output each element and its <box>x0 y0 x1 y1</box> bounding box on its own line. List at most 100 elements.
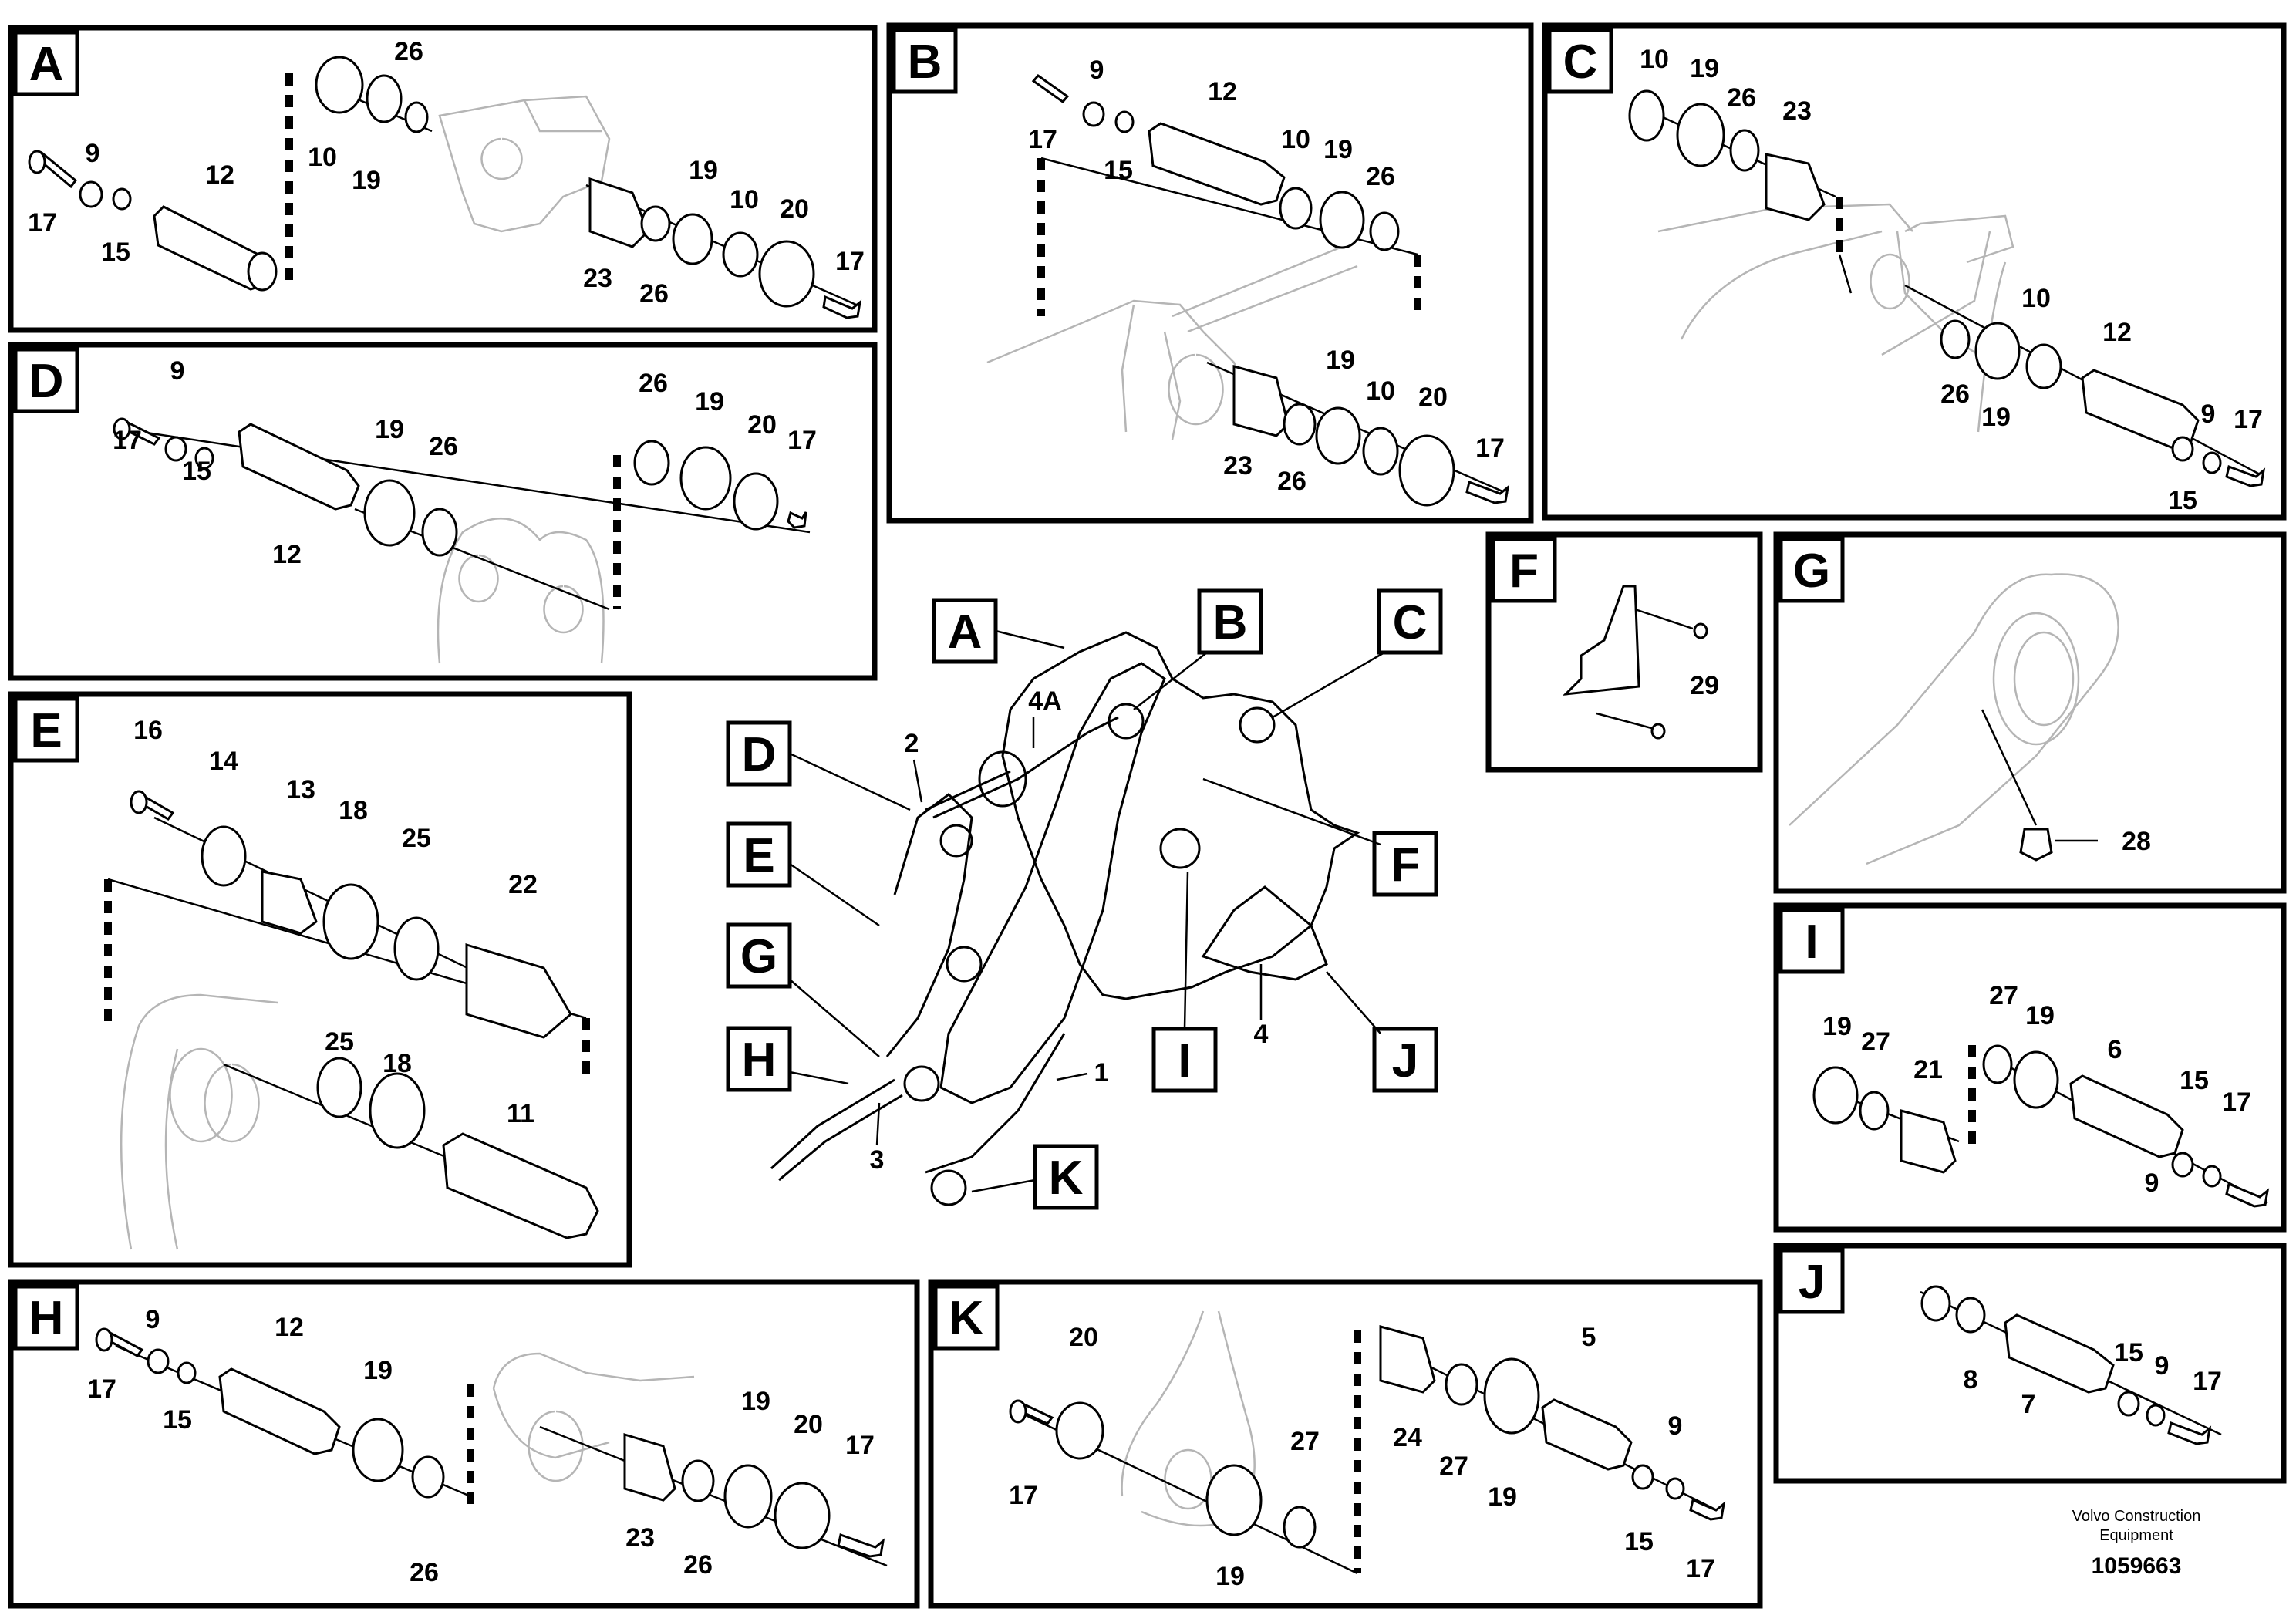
leader-a <box>995 629 1065 649</box>
view-e-frame <box>8 691 632 1268</box>
part-label: 15 <box>2168 486 2197 515</box>
view-c: C 10 19 26 23 10 12 26 19 9 17 15 <box>1542 22 2287 521</box>
leader-h <box>789 1071 849 1085</box>
view-c-washer-10 <box>1628 89 1665 142</box>
part-label: 12 <box>272 540 302 569</box>
view-c-ring-26 <box>1729 129 1760 172</box>
view-d-labels: 9 17 15 19 26 12 26 19 20 17 <box>113 356 817 569</box>
view-e-letter: E <box>30 704 62 757</box>
view-c-pin-12 <box>2081 369 2200 449</box>
part-label: 17 <box>2222 1088 2251 1117</box>
view-h-bolt-17-right <box>837 1533 885 1558</box>
view-j-letter-box <box>1778 1248 1845 1314</box>
main-frame-outline <box>1001 631 1360 1000</box>
view-c-bushing-23 <box>1765 153 1826 221</box>
view-g-frame <box>1773 531 2287 894</box>
main-pin-h <box>903 1065 940 1102</box>
view-f-plate <box>1562 585 1640 696</box>
view-b-frame <box>886 22 1534 524</box>
callout-box-f <box>1372 831 1438 897</box>
callout-letter-k: K <box>1049 1152 1084 1205</box>
view-c-washer-10-lower <box>2025 343 2062 389</box>
part-label: 10 <box>1640 45 1669 74</box>
part-label: 23 <box>625 1523 655 1553</box>
view-f-letter-box <box>1491 537 1557 603</box>
view-k-bolt-head <box>1009 1399 1027 1424</box>
view-a-washer-10-lower <box>722 231 759 278</box>
main-pin-e <box>946 946 983 983</box>
company-name-line2: Equipment <box>2099 1527 2173 1544</box>
part-label: 5 <box>1582 1323 1596 1352</box>
view-j-pin-7 <box>2004 1313 2115 1394</box>
part-label: 27 <box>1861 1027 1890 1057</box>
part-label: 6 <box>2108 1035 2122 1064</box>
view-d-letter-box <box>13 347 79 413</box>
leader-j <box>1326 971 1381 1034</box>
part-label: 26 <box>429 432 458 461</box>
main-figure: A B C D E F G H I J <box>726 588 1443 1210</box>
view-d-bolt-17-right <box>787 511 807 529</box>
view-h-link-ghost <box>492 1352 695 1482</box>
view-g-letter-box <box>1778 537 1845 603</box>
callout-box-k <box>1033 1144 1099 1210</box>
part-label: 26 <box>639 369 668 398</box>
leader-k <box>971 1179 1036 1193</box>
view-a: A 26 9 12 10 19 17 15 19 10 20 17 <box>8 25 878 333</box>
view-i-washer-15 <box>2171 1152 2194 1178</box>
view-k-ring-27 <box>1283 1506 1317 1549</box>
part-label: 14 <box>209 747 238 776</box>
view-d-link-ghost <box>437 518 605 664</box>
view-g-axis <box>1981 709 2038 826</box>
view-c-washer-9 <box>2202 451 2222 474</box>
callout-letter-j: J <box>1392 1034 1418 1088</box>
part-label: 15 <box>1104 156 1133 185</box>
view-f-frame <box>1485 531 1763 773</box>
view-d-bolt-head <box>113 417 131 440</box>
main-pin-k <box>930 1169 967 1206</box>
view-d-plate-20 <box>733 472 779 531</box>
view-e-bushing-13 <box>261 870 318 935</box>
callout-letter-g: G <box>740 930 777 983</box>
view-a-letter-box <box>13 30 79 96</box>
part-label: 18 <box>339 796 368 825</box>
callout-box-i <box>1151 1027 1218 1093</box>
leader-c <box>1272 651 1385 719</box>
view-a-bolt-head <box>28 150 46 174</box>
main-link-3 <box>770 1078 903 1182</box>
part-label: 9 <box>2155 1351 2170 1381</box>
part-label: 12 <box>2102 318 2132 347</box>
view-e-ring-18-lower <box>369 1072 426 1149</box>
part-label: 22 <box>508 870 538 899</box>
part-label: 15 <box>101 238 130 267</box>
view-h-washer-15 <box>177 1361 197 1384</box>
part-label: 24 <box>1393 1423 1422 1452</box>
view-k-letter-box <box>933 1284 1000 1351</box>
part-label: 8 <box>1964 1365 1978 1394</box>
part-label: 19 <box>363 1356 393 1385</box>
view-k-bushing-24 <box>1379 1325 1436 1394</box>
part-label: 26 <box>683 1550 713 1580</box>
view-j-washer-9 <box>2146 1404 2166 1427</box>
view-a-ring-26-lower <box>640 205 671 242</box>
part-label: 26 <box>639 279 669 309</box>
part-label: 19 <box>1981 403 2011 432</box>
view-b-bushing-23 <box>1232 365 1290 437</box>
view-i-bushing-21 <box>1900 1109 1957 1174</box>
view-e-ring-25-lower <box>316 1057 362 1118</box>
view-i-labels: 27 19 19 27 6 21 15 17 9 <box>1822 981 2251 1198</box>
view-d-frame <box>8 342 878 681</box>
view-k-letter: K <box>949 1292 984 1345</box>
view-j-bolt-17 <box>2167 1421 2212 1445</box>
part-label: 19 <box>1690 54 1719 83</box>
view-c-frame <box>1542 22 2287 521</box>
part-label: 18 <box>383 1049 412 1078</box>
part-label: 12 <box>1208 77 1237 106</box>
view-d-ring-26 <box>421 508 458 557</box>
view-h-ring-26-lower <box>681 1459 715 1502</box>
part-label: 23 <box>1223 451 1253 481</box>
view-i-ring-27 <box>1859 1091 1890 1131</box>
view-k: K 20 5 24 27 19 9 27 17 15 17 19 <box>928 1279 1763 1609</box>
view-k-pin-5 <box>1541 1398 1633 1471</box>
main-callout-boxes: A B C D E F G H I J <box>726 588 1443 1210</box>
